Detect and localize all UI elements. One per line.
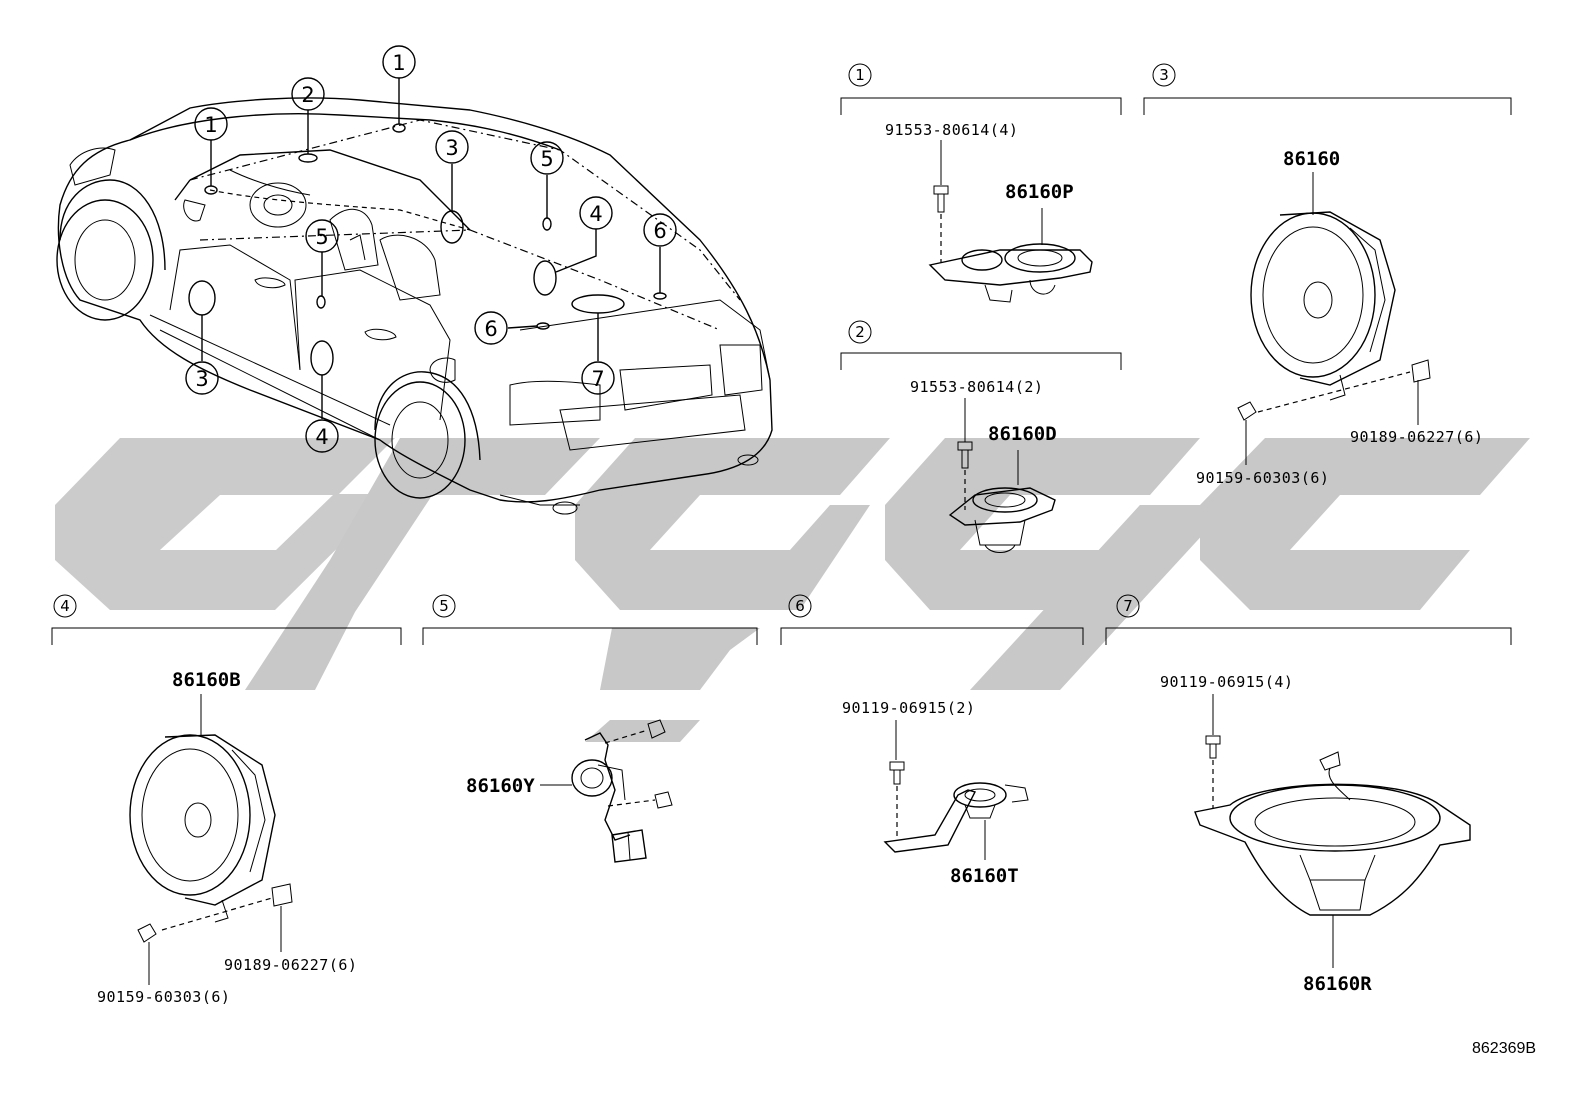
svg-text:7: 7 (591, 367, 604, 391)
callout-5a: 5 (530, 141, 564, 175)
svg-text:90119-06915(2): 90119-06915(2) (842, 699, 975, 717)
section-7: 7 90119-06915(4) 86160R (1105, 594, 1512, 995)
svg-text:7: 7 (1123, 597, 1133, 615)
svg-text:6: 6 (795, 597, 805, 615)
svg-text:91553-80614(2): 91553-80614(2) (910, 378, 1043, 396)
svg-text:2: 2 (855, 323, 865, 341)
svg-text:1: 1 (855, 66, 865, 84)
section-5: 5 86160Y (422, 594, 758, 863)
callout-1a: 1 (194, 107, 228, 141)
svg-text:91553-80614(4): 91553-80614(4) (885, 121, 1018, 139)
svg-text:90189-06227(6): 90189-06227(6) (1350, 428, 1483, 446)
svg-text:90119-06915(4): 90119-06915(4) (1160, 673, 1293, 691)
svg-text:5: 5 (315, 225, 328, 249)
svg-text:86160: 86160 (1283, 148, 1340, 170)
svg-text:4: 4 (60, 597, 70, 615)
callout-7: 7 (581, 361, 615, 395)
diagram-ref-code: 862369B (1472, 1040, 1536, 1057)
watermark-logo (55, 438, 1530, 742)
section-4: 4 86160B 90189-06227(6) 90159-60303(6) (51, 594, 402, 1006)
callout-3a: 3 (435, 130, 469, 164)
svg-text:3: 3 (195, 367, 208, 391)
svg-text:4: 4 (589, 202, 602, 226)
callout-4a: 4 (579, 196, 613, 230)
svg-text:1: 1 (392, 51, 405, 75)
callout-3b: 3 (185, 361, 219, 395)
svg-text:6: 6 (484, 317, 497, 341)
callout-6b: 6 (474, 311, 508, 345)
svg-text:86160P: 86160P (1005, 181, 1074, 203)
svg-text:86160T: 86160T (950, 865, 1019, 887)
svg-text:6: 6 (653, 219, 666, 243)
section-1: 1 91553-80614(4) 86160P (840, 63, 1122, 303)
svg-text:86160Y: 86160Y (466, 775, 535, 797)
callout-6a: 6 (643, 213, 677, 247)
callout-1b: 1 (382, 45, 416, 79)
svg-text:2: 2 (301, 83, 314, 107)
svg-text:1: 1 (204, 113, 217, 137)
svg-text:90189-06227(6): 90189-06227(6) (224, 956, 357, 974)
svg-text:3: 3 (1159, 66, 1169, 84)
section-6: 6 90119-06915(2) 86160T (780, 594, 1084, 887)
svg-text:3: 3 (445, 136, 458, 160)
svg-text:90159-60303(6): 90159-60303(6) (97, 988, 230, 1006)
svg-text:86160D: 86160D (988, 423, 1057, 445)
callout-4b: 4 (305, 419, 339, 453)
svg-text:90159-60303(6): 90159-60303(6) (1196, 469, 1329, 487)
car-callouts: 1 2 1 3 5 4 6 5 3 4 6 7 (185, 45, 677, 453)
section-3: 3 86160 90189-06227(6) 90159-60303(6) (1143, 63, 1512, 487)
svg-text:86160B: 86160B (172, 669, 241, 691)
svg-text:4: 4 (315, 425, 328, 449)
svg-text:5: 5 (439, 597, 449, 615)
svg-text:86160R: 86160R (1303, 973, 1372, 995)
callout-5b: 5 (305, 219, 339, 253)
svg-text:5: 5 (540, 147, 553, 171)
section-2: 2 91553-80614(2) 86160D (840, 320, 1122, 553)
callout-2: 2 (291, 77, 325, 111)
